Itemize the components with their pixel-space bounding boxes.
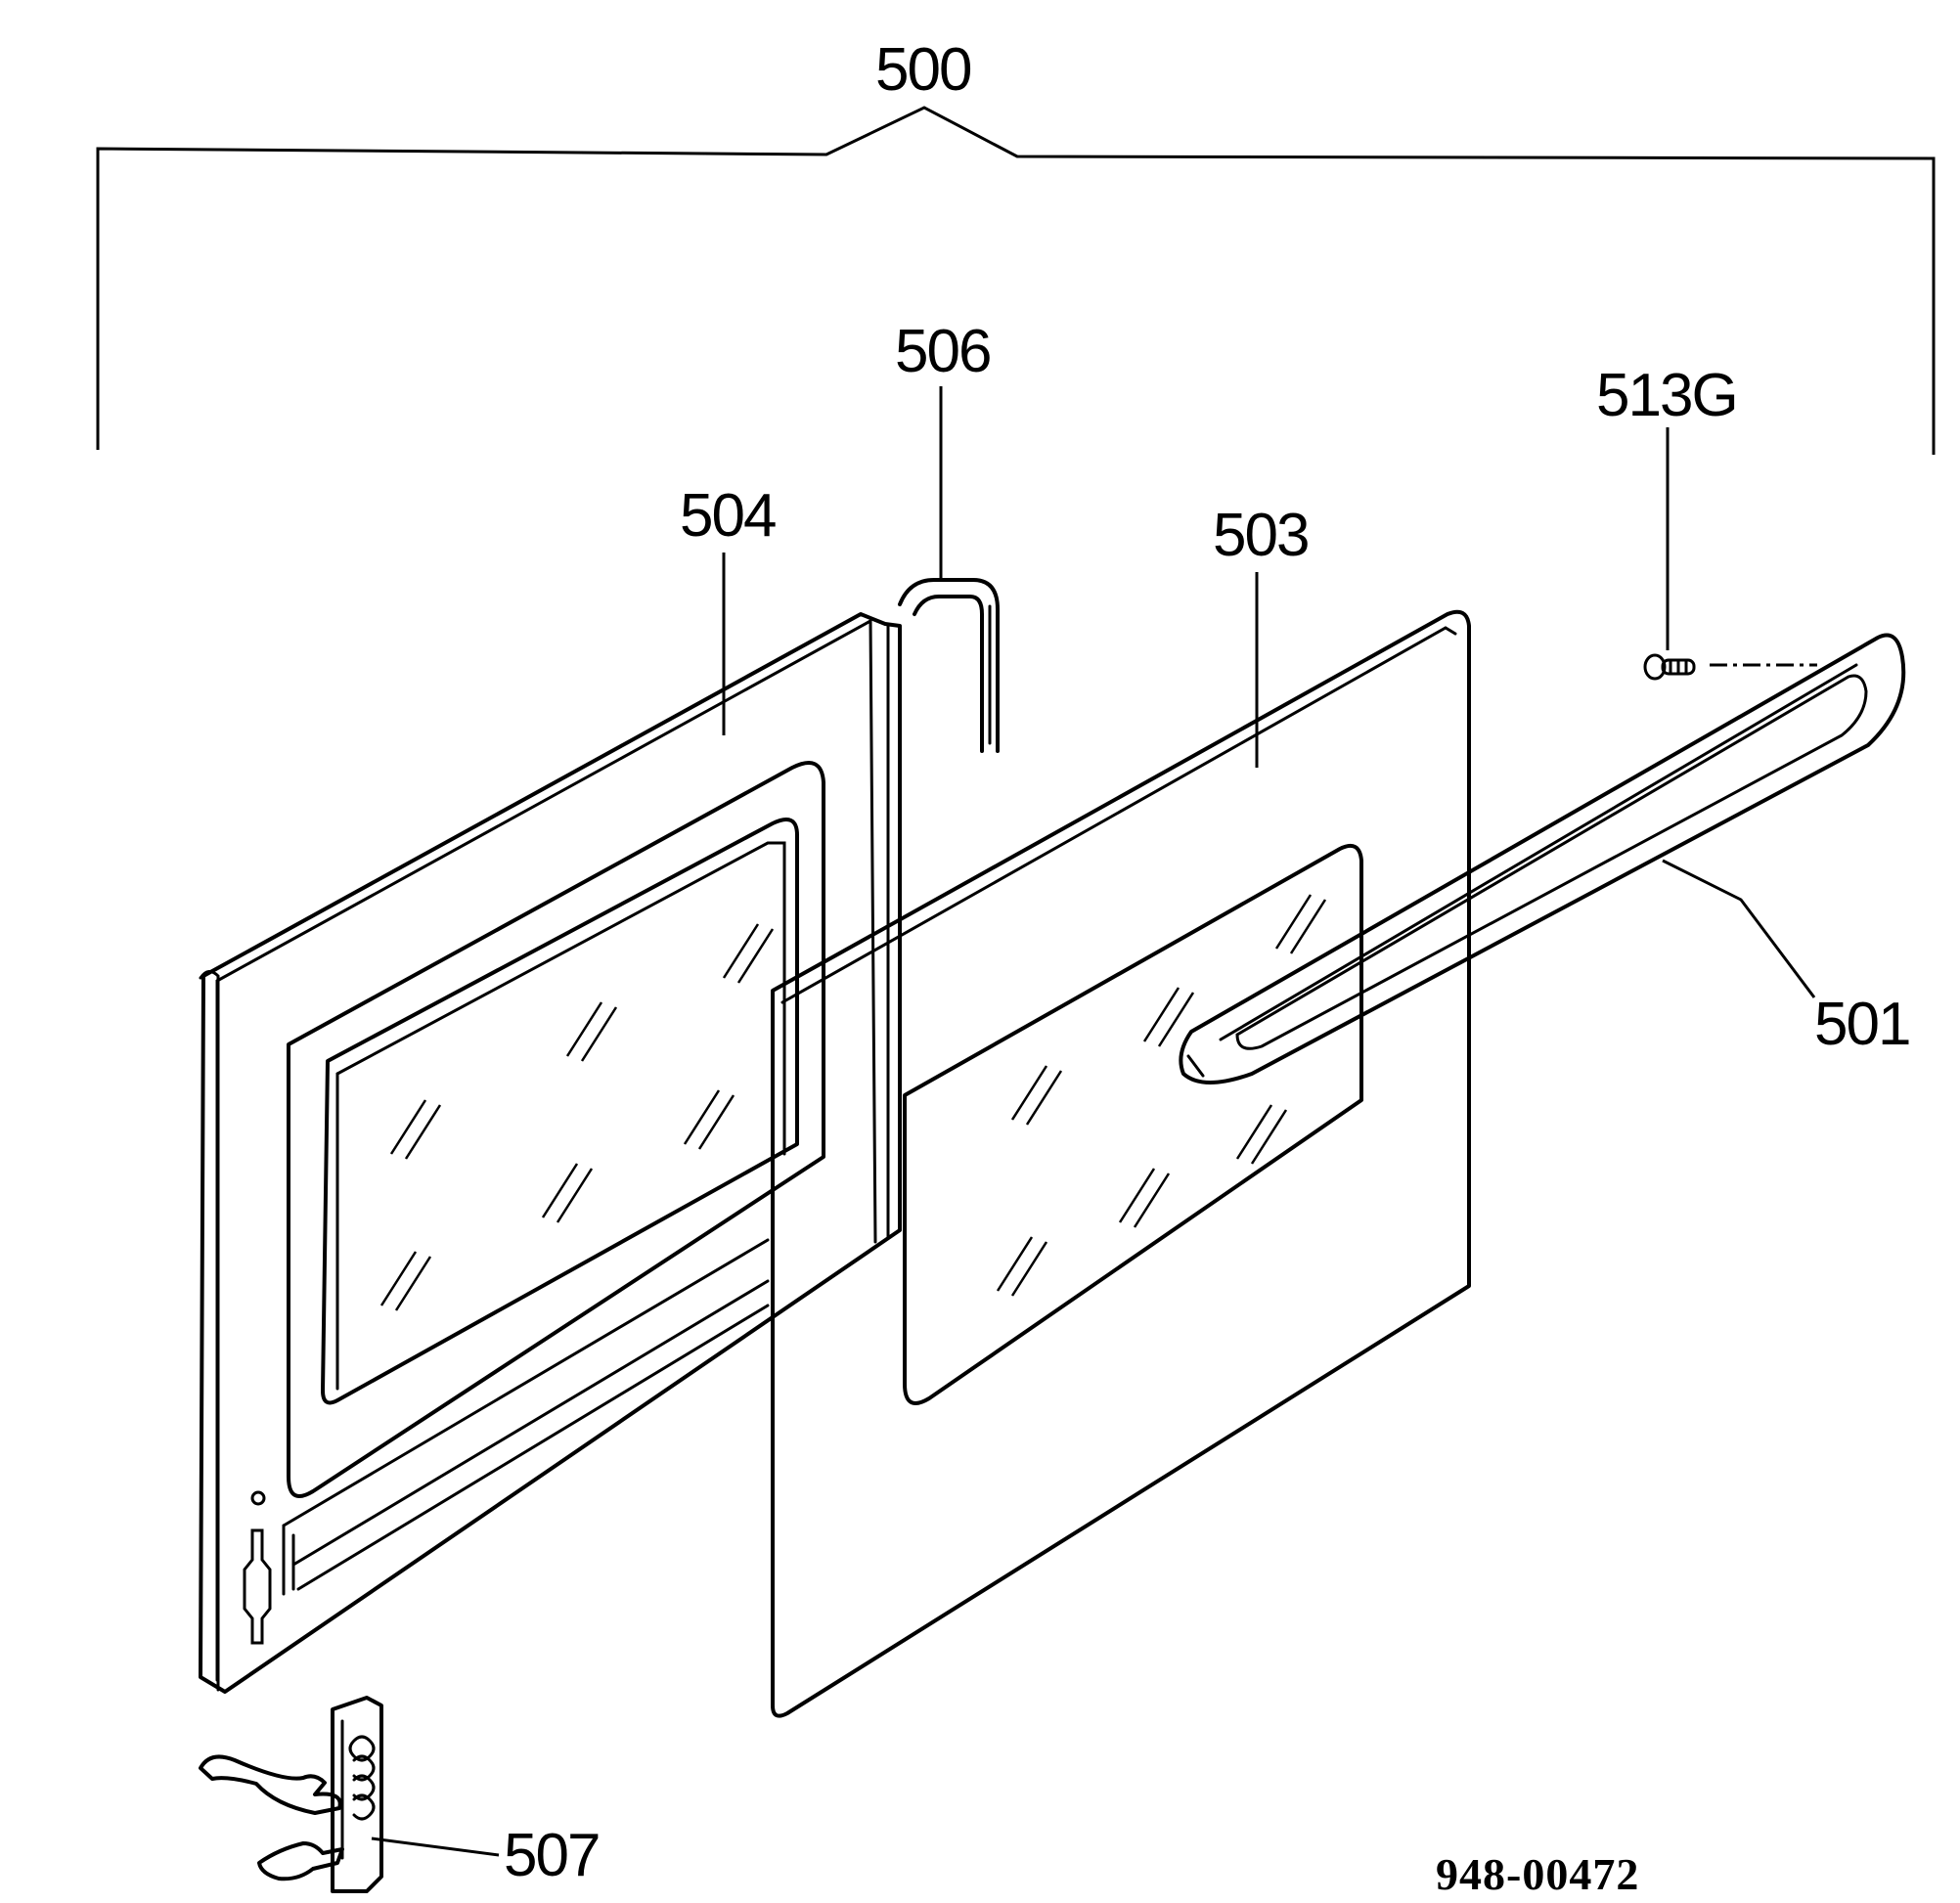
door-hinge <box>199 1696 383 1893</box>
label-504: 504 <box>680 482 776 550</box>
door-handle <box>1179 633 1906 1084</box>
leader-501 <box>1662 859 1816 998</box>
inner-door-panel <box>199 612 902 1694</box>
leader-507 <box>371 1837 500 1857</box>
door-seal <box>898 578 1000 753</box>
label-513G: 513G <box>1596 362 1737 429</box>
screw <box>1643 653 1696 681</box>
label-506: 506 <box>895 318 990 385</box>
label-503: 503 <box>1213 502 1308 569</box>
outer-glass-panel <box>771 609 1471 1718</box>
label-500: 500 <box>875 36 971 104</box>
document-number: 948-00472 <box>1436 1849 1639 1899</box>
label-501: 501 <box>1814 991 1909 1058</box>
assembly-bracket <box>96 106 1936 455</box>
label-507: 507 <box>504 1822 599 1889</box>
